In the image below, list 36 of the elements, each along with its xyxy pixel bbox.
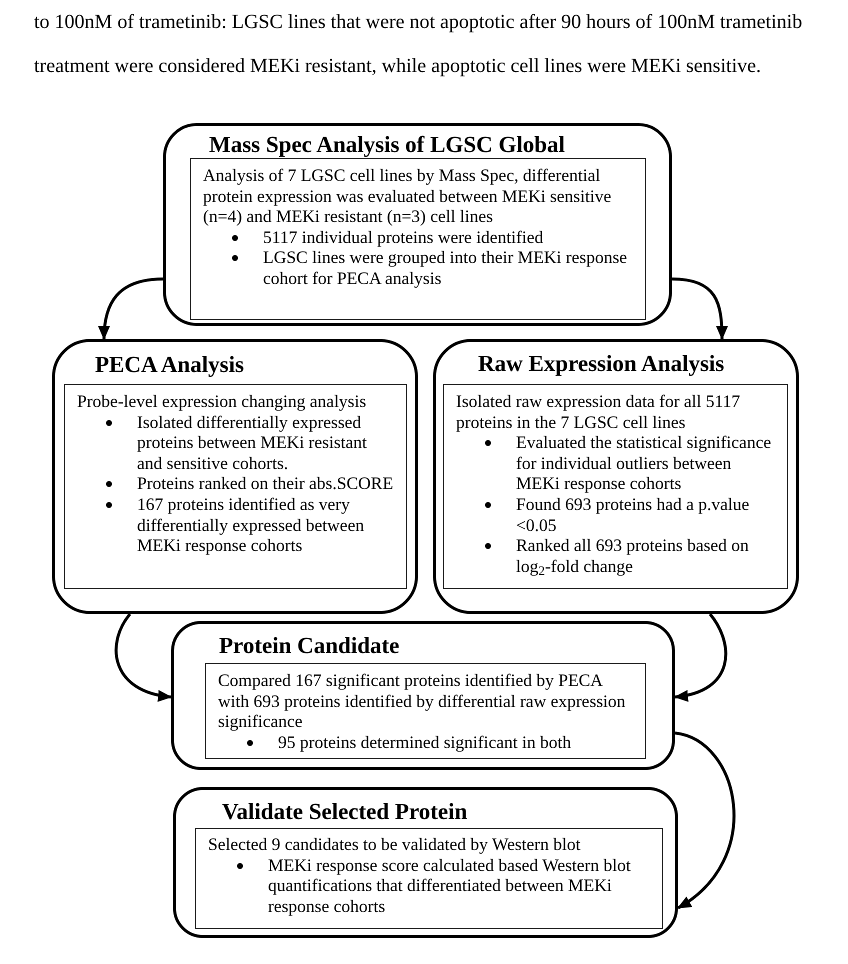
rounded-box [163, 123, 672, 326]
text-box [443, 384, 788, 589]
box-heading: Protein Candidate [219, 634, 400, 657]
text-box [195, 828, 663, 929]
rounded-box [173, 787, 678, 938]
rounded-box [433, 339, 799, 614]
text-box [190, 158, 646, 320]
box-heading: Validate Selected Protein [222, 800, 468, 823]
bullet-text: LGSC lines were grouped into their MEKi response cohort for PECA analysis [263, 247, 628, 289]
description-text: Isolated raw expression data for all 5117 proteins in the 7 LGSC cell lines [456, 391, 742, 432]
description-text: Probe-level expression changing analysis [77, 391, 368, 412]
bullet-text: 95 proteins determined significant in both [278, 732, 572, 752]
rounded-box [171, 621, 675, 770]
bullet-text: Proteins ranked on their abs.SCORE [137, 473, 394, 494]
bullet-text: Ranked all 693 proteins based on log$_{2}$-fold change [516, 535, 750, 576]
text-box [205, 663, 646, 759]
curved-arrow [674, 613, 728, 701]
description-text: Compared 167 significant proteins identified by PECA with 693 proteins identified by differential raw expression significance [218, 670, 626, 732]
box-heading: PECA Analysis [95, 353, 244, 376]
curved-arrow [674, 732, 736, 910]
bullet-text: Isolated differentially expressed proteins between MEKi resistant and sensitive cohorts. [137, 412, 368, 474]
bullet-text: 5117 individual proteins were identified [263, 226, 544, 248]
box-heading: Raw Expression Analysis [478, 352, 724, 375]
curved-arrow [672, 278, 728, 340]
box-heading: Mass Spec Analysis of LGSC Global [209, 133, 565, 156]
bullet-text: Found 693 proteins had a p.value <0.05 [516, 494, 750, 536]
bullet-text: MEKi response score calculated based Western blot quantifications that differentiated between MEKi response cohorts [268, 854, 632, 916]
body-paragraph: to 100nM of trametinib: LGSC lines that were not apoptotic after 90 hours of 100nM trametinib treatment were considered MEKi resistant, while apoptotic cell lines were MEKi sensitive. [34, 10, 804, 79]
curved-arrow [98, 278, 164, 340]
curved-arrow [114, 613, 172, 701]
description-text: Analysis of 7 LGSC cell lines by Mass Spec, differential protein expression was evaluated between MEKi sensitive (n=4) and MEKi resistant (n=3) cell lines [203, 165, 612, 227]
bullet-text: 167 proteins identified as very differentially expressed between MEKi response cohorts [137, 494, 366, 556]
text-box [64, 384, 407, 589]
rounded-box [52, 339, 418, 614]
bullet-text: Evaluated the statistical significance for individual outliers between MEKi response cohorts [516, 432, 772, 494]
description-text: Selected 9 candidates to be validated by Western blot [208, 834, 582, 855]
